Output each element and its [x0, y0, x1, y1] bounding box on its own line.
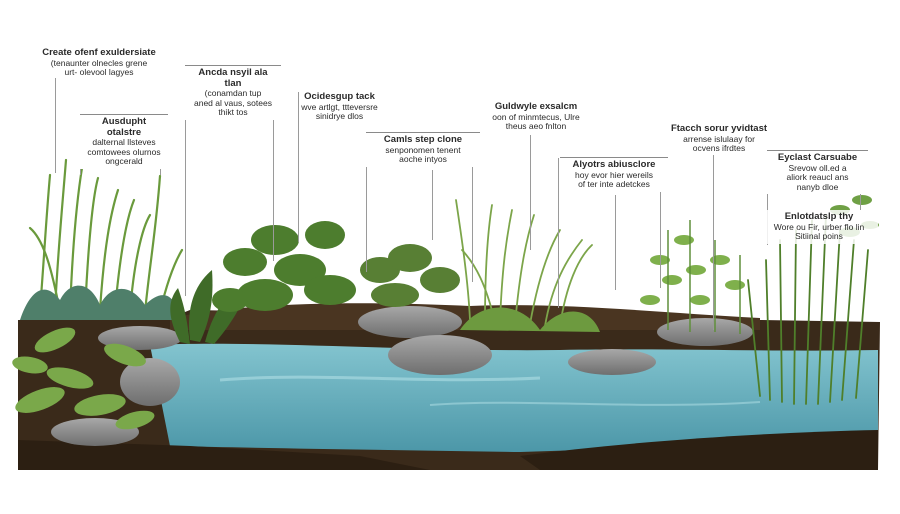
rock	[358, 306, 462, 338]
callout-text: Wore ou Fir, urber flo lin	[773, 221, 865, 232]
callout-title: Enlotdatslp thy	[784, 211, 854, 222]
rock	[388, 335, 492, 375]
shrub-center	[360, 244, 460, 307]
callout-text: comtowees olurnos	[87, 146, 161, 157]
callout-text: nanyb dloe	[796, 181, 839, 192]
rock	[568, 349, 656, 375]
leader-line	[767, 150, 768, 245]
pond-water	[150, 343, 878, 452]
water-shine	[219, 375, 541, 382]
callout-label: Create ofenf exuldersiate (tenaunter oln…	[30, 46, 168, 80]
callout-label: Ftacch sorur yvidtast arrense islulaay f…	[665, 122, 773, 156]
callout-text: ocvens ifrdtes	[692, 143, 746, 154]
shrub-center-left	[212, 221, 356, 312]
callout-title: Ocidesgup tack	[304, 91, 375, 102]
callout-label: Alyotrs abiusclore hoy evor hier wereils…	[560, 157, 668, 192]
callout-title: Eyclast Carsuabe	[777, 152, 858, 163]
callout-text: dalternal llsteves	[92, 137, 156, 148]
leafy-plant-left	[12, 327, 155, 430]
callout-title: Guldwyle exsalcm	[494, 101, 578, 112]
leader-line	[298, 92, 299, 242]
leader-line	[615, 195, 616, 290]
leader-line	[273, 66, 274, 261]
leader-line	[185, 66, 186, 296]
fern-stems	[667, 220, 741, 334]
grass-clump-blue	[20, 285, 180, 320]
leader-line	[530, 135, 531, 250]
water-shine	[429, 401, 761, 406]
bottom-soil	[18, 440, 430, 470]
callout-label: Ausdupht otalstre dalternal llsteves com…	[80, 114, 168, 169]
callout-label: Camls step clone senponomen tenent aoche…	[366, 132, 480, 167]
callout-text: Sitiinal poins	[795, 231, 843, 242]
callout-text: aliork reaucl ans	[786, 172, 849, 183]
leader-line	[472, 132, 473, 282]
callout-text: arrense islulaay for	[683, 133, 755, 144]
callout-title: Ftacch sorur yvidtast	[670, 123, 768, 134]
callout-title: Alyotrs abiusclore	[572, 159, 656, 170]
leader-line	[660, 158, 661, 288]
callout-title: Ancda nsyil ala tlan	[198, 67, 268, 89]
grass-bunch-center	[460, 307, 600, 332]
tall-grass-left	[28, 158, 184, 314]
callout-text: ongcerald	[105, 156, 143, 167]
reed-cluster-right	[747, 214, 869, 405]
callout-text: theus aeo fnlton	[505, 121, 567, 132]
callout-label: Ocidesgup tack wve artlgt, ttteversre si…	[288, 90, 391, 124]
rock	[657, 318, 753, 346]
callout-text: thikt tos	[218, 107, 248, 118]
leader-line	[558, 158, 559, 308]
rock	[120, 358, 180, 406]
leader-line	[432, 170, 433, 240]
callout-text: urt- olevool lagyes	[64, 67, 134, 78]
callout-text: aoche intyos	[399, 154, 447, 165]
callout-label: Guldwyle exsalcm oon of minmtecus, Ulre …	[482, 100, 590, 134]
callout-title: Camls step clone	[383, 134, 463, 145]
callout-label: Enlotdatslp thy Wore ou Fir, urber flo l…	[760, 210, 878, 244]
callout-text: oon of minmtecus, Ulre	[492, 111, 580, 122]
bottom-soil-right	[520, 430, 878, 470]
callout-label: Ancda nsyil ala tlan (conamdan tup aned …	[185, 65, 281, 120]
callout-text: hoy evor hier wereils	[575, 169, 653, 180]
leader-line	[366, 132, 367, 272]
callout-text: Srevow oll.ed a	[788, 162, 847, 173]
reed-cluster-center	[455, 199, 593, 327]
callout-text: senponomen tenent	[385, 144, 461, 155]
callout-text: sinidrye dlos	[315, 111, 364, 122]
callout-text: wve artlgt, ttteversre	[301, 101, 378, 112]
fern-right	[640, 235, 745, 305]
callout-label: Eyclast Carsuabe Srevow oll.ed a aliork …	[767, 150, 868, 195]
callout-text: (tenaunter olnecles grene	[50, 57, 148, 68]
callout-text: aned al vaus, sotees	[194, 97, 272, 108]
leader-line	[713, 155, 714, 330]
callout-title: Ausdupht otalstre	[101, 116, 147, 138]
rock	[98, 326, 182, 350]
soil-top-texture	[170, 303, 760, 330]
callout-text: of ter inte adetckes	[578, 179, 650, 190]
callout-text: (conamdan tup	[204, 88, 262, 99]
callout-title: Create ofenf exuldersiate	[42, 47, 156, 58]
leader-line	[55, 78, 56, 173]
